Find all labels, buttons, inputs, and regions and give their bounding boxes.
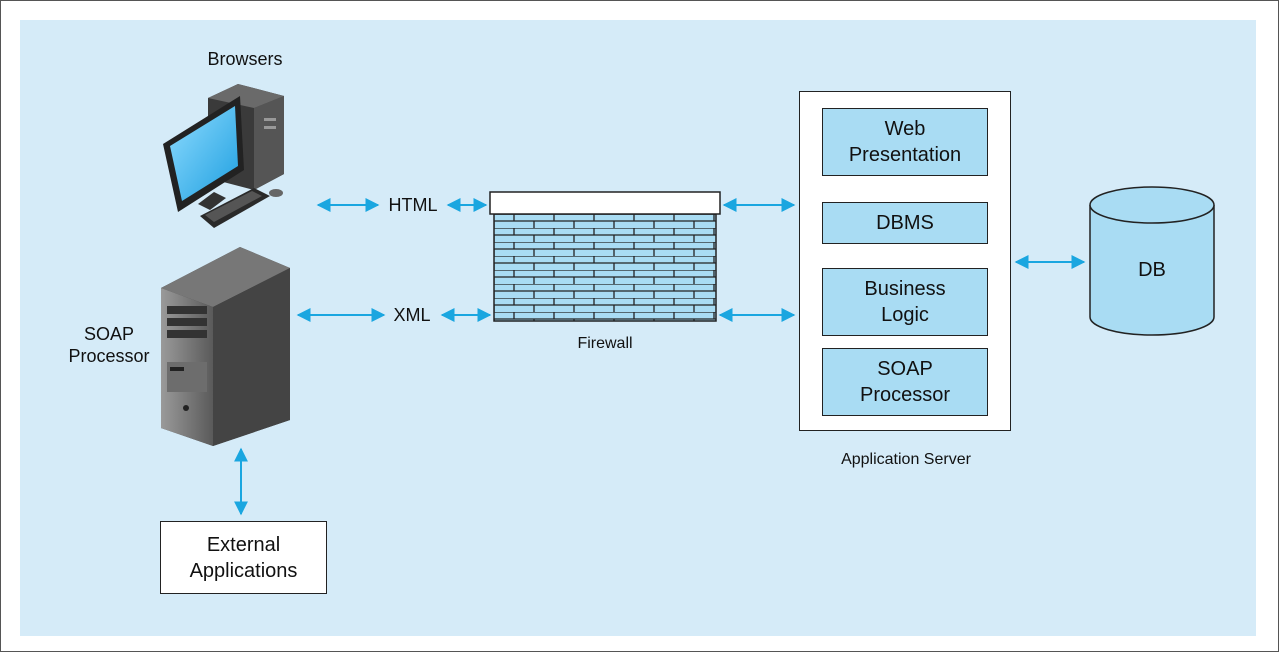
html-label: HTML [388,195,438,215]
module-soap-processor: SOAP Processor [822,348,988,416]
db-label: DB [1138,259,1166,281]
external-applications-box: External Applications [160,521,327,594]
connection-arrows [234,198,1086,516]
module-dbms: DBMS [822,202,988,244]
application-server-box: Web Presentation DBMS Business Logic SOA… [799,91,1011,431]
soap-processor-left-label: SOAP Processor [68,324,150,366]
desktop-computer-icon [163,84,284,228]
external-applications-label: External Applications [189,533,298,582]
firewall-brick-wall-icon [489,191,721,322]
server-tower-icon [161,247,290,446]
database-cylinder-icon [1089,186,1215,336]
module-web-presentation: Web Presentation [822,108,988,176]
application-server-label: Application Server [841,451,971,468]
firewall-label: Firewall [577,335,633,352]
module-business-logic: Business Logic [822,268,988,336]
xml-label: XML [393,305,431,325]
browsers-label: Browsers [207,49,283,69]
